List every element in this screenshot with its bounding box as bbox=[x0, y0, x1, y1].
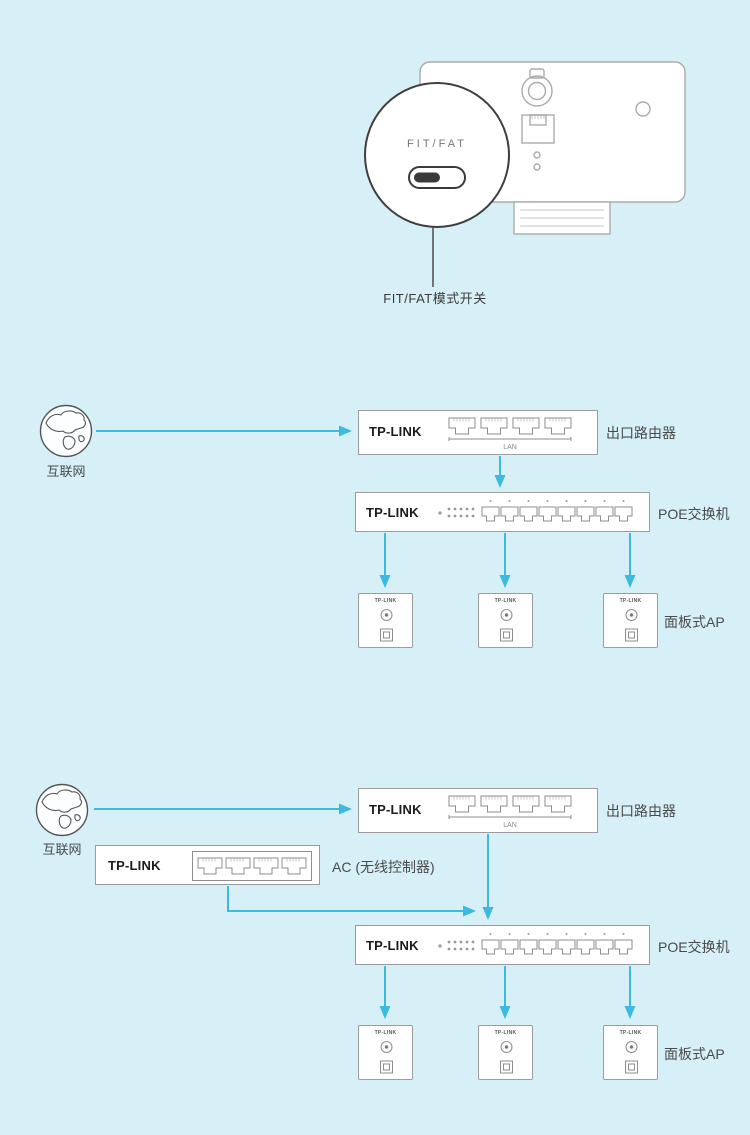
mode-switch-icon bbox=[408, 166, 466, 189]
panel-ap-device: TP-LINK bbox=[478, 593, 533, 648]
panel-ap-label: 面板式AP bbox=[664, 614, 725, 630]
fit-fat-switch-label: FIT/FAT bbox=[407, 138, 467, 150]
tplink-logo: TP-LINK bbox=[366, 938, 419, 953]
ap-led-hole-1 bbox=[533, 151, 541, 159]
lan-port-group-label: LAN bbox=[503, 822, 517, 829]
ap-knob-outer bbox=[521, 75, 553, 107]
exit-router-device: TP-LINK LAN bbox=[358, 410, 598, 455]
ap-face-graphic bbox=[625, 1041, 638, 1074]
tplink-logo-small: TP-LINK bbox=[494, 1030, 517, 1036]
poe-switch-label: POE交换机 bbox=[658, 939, 730, 955]
poe-switch-device: TP-LINK bbox=[355, 925, 650, 965]
magnifier-circle bbox=[364, 82, 510, 228]
exit-router-label: 出口路由器 bbox=[606, 803, 676, 819]
internet-globe-icon bbox=[35, 783, 89, 837]
switch-ports-graphic bbox=[438, 500, 633, 522]
ac-controller-label: AC (无线控制器) bbox=[332, 859, 435, 875]
tplink-logo: TP-LINK bbox=[366, 505, 419, 520]
switch-ports-graphic bbox=[438, 933, 633, 955]
ap-face-graphic bbox=[380, 1041, 393, 1074]
exit-router-label: 出口路由器 bbox=[606, 425, 676, 441]
router-ports-graphic: LAN bbox=[448, 417, 572, 451]
internet-globe-icon bbox=[39, 404, 93, 458]
tplink-logo: TP-LINK bbox=[369, 802, 422, 817]
ap-side-button bbox=[635, 101, 651, 117]
lan-port-group-label: LAN bbox=[503, 444, 517, 451]
tplink-logo: TP-LINK bbox=[369, 424, 422, 439]
poe-switch-device: TP-LINK bbox=[355, 492, 650, 532]
panel-ap-label: 面板式AP bbox=[664, 1046, 725, 1062]
ap-face-graphic bbox=[625, 609, 638, 642]
tplink-logo-small: TP-LINK bbox=[619, 1030, 642, 1036]
tplink-logo-small: TP-LINK bbox=[619, 598, 642, 604]
ap-led-hole-2 bbox=[533, 163, 541, 171]
ap-face-graphic bbox=[500, 609, 513, 642]
panel-ap-device: TP-LINK bbox=[603, 593, 658, 648]
arrow-ac-to-switch bbox=[227, 886, 476, 917]
tplink-logo-small: TP-LINK bbox=[494, 598, 517, 604]
ap-face-graphic bbox=[380, 609, 393, 642]
ap-face-graphic bbox=[500, 1041, 513, 1074]
tplink-logo: TP-LINK bbox=[108, 858, 161, 873]
panel-ap-device: TP-LINK bbox=[603, 1025, 658, 1080]
fit-fat-callout-label: FIT/FAT模式开关 bbox=[383, 291, 487, 306]
ap-top-notch bbox=[529, 68, 545, 79]
internet-label: 互联网 bbox=[46, 464, 86, 479]
tplink-logo-small: TP-LINK bbox=[374, 1030, 397, 1036]
panel-ap-device: TP-LINK bbox=[358, 1025, 413, 1080]
poe-switch-label: POE交换机 bbox=[658, 506, 730, 522]
tplink-logo-small: TP-LINK bbox=[374, 598, 397, 604]
wall-ap-device-illustration: FIT/FAT bbox=[364, 61, 686, 287]
panel-ap-device: TP-LINK bbox=[358, 593, 413, 648]
ap-knob-inner bbox=[527, 81, 547, 101]
ac-controller-device: TP-LINK bbox=[95, 845, 320, 885]
exit-router-device: TP-LINK LAN bbox=[358, 788, 598, 833]
router-ports-graphic: LAN bbox=[448, 795, 572, 829]
internet-label: 互联网 bbox=[42, 842, 82, 857]
ac-ports-graphic bbox=[192, 851, 312, 881]
panel-ap-device: TP-LINK bbox=[478, 1025, 533, 1080]
